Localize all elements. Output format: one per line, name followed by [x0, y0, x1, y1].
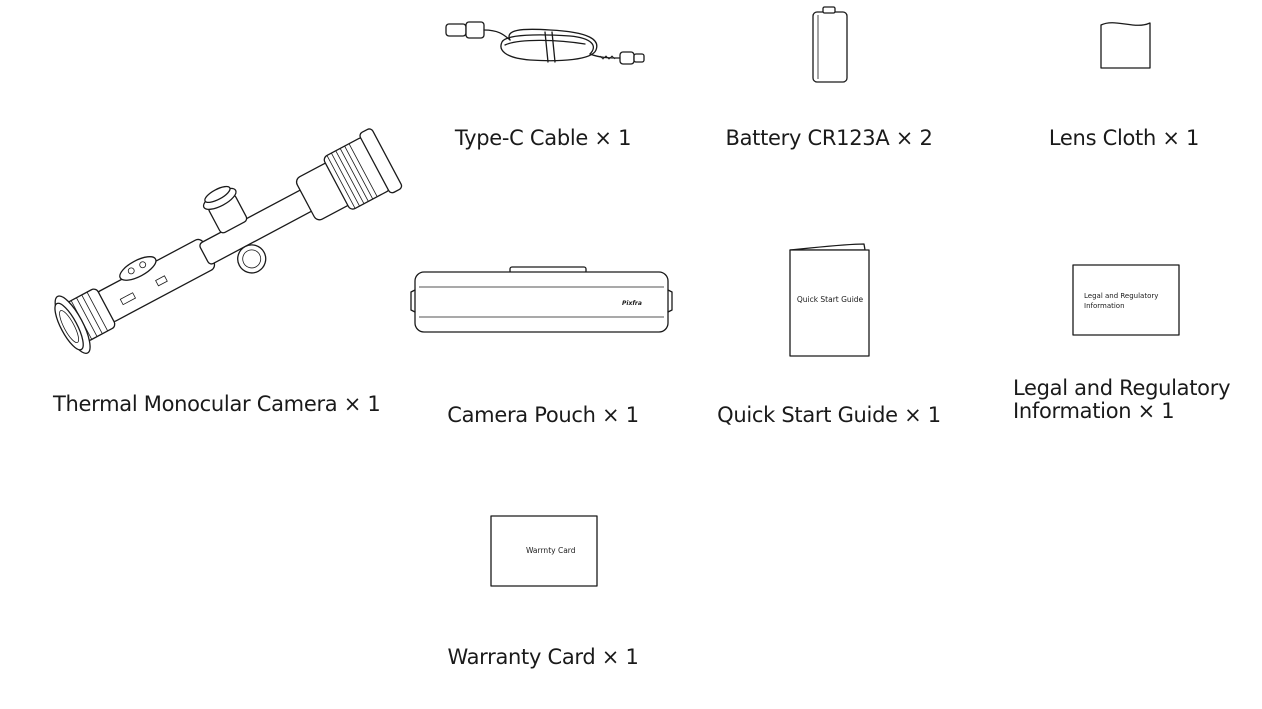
item-label: Battery CR123A × 2	[725, 126, 933, 150]
item-label: Legal and Regulatory Information × 1	[1013, 377, 1253, 423]
item-label: Lens Cloth × 1	[1048, 126, 1200, 150]
legal-cover-line2: Information	[1084, 302, 1125, 310]
legal-label-line1: Legal and Regulatory	[1013, 376, 1231, 400]
legal-cover-line1: Legal and Regulatory	[1084, 292, 1158, 300]
item-label: Warranty Card × 1	[447, 645, 639, 669]
item-label: Quick Start Guide × 1	[717, 403, 941, 427]
item-label: Camera Pouch × 1	[447, 403, 639, 427]
item-label: Type-C Cable × 1	[454, 126, 632, 150]
pouch-brand-text: Pixfra	[622, 300, 642, 307]
legal-label-line2: Information × 1	[1013, 399, 1175, 423]
warranty-cover-text: Warrnty Card	[526, 546, 576, 555]
guide-cover-text: Quick Start Guide	[797, 295, 864, 304]
item-label: Thermal Monocular Camera × 1	[53, 392, 381, 416]
